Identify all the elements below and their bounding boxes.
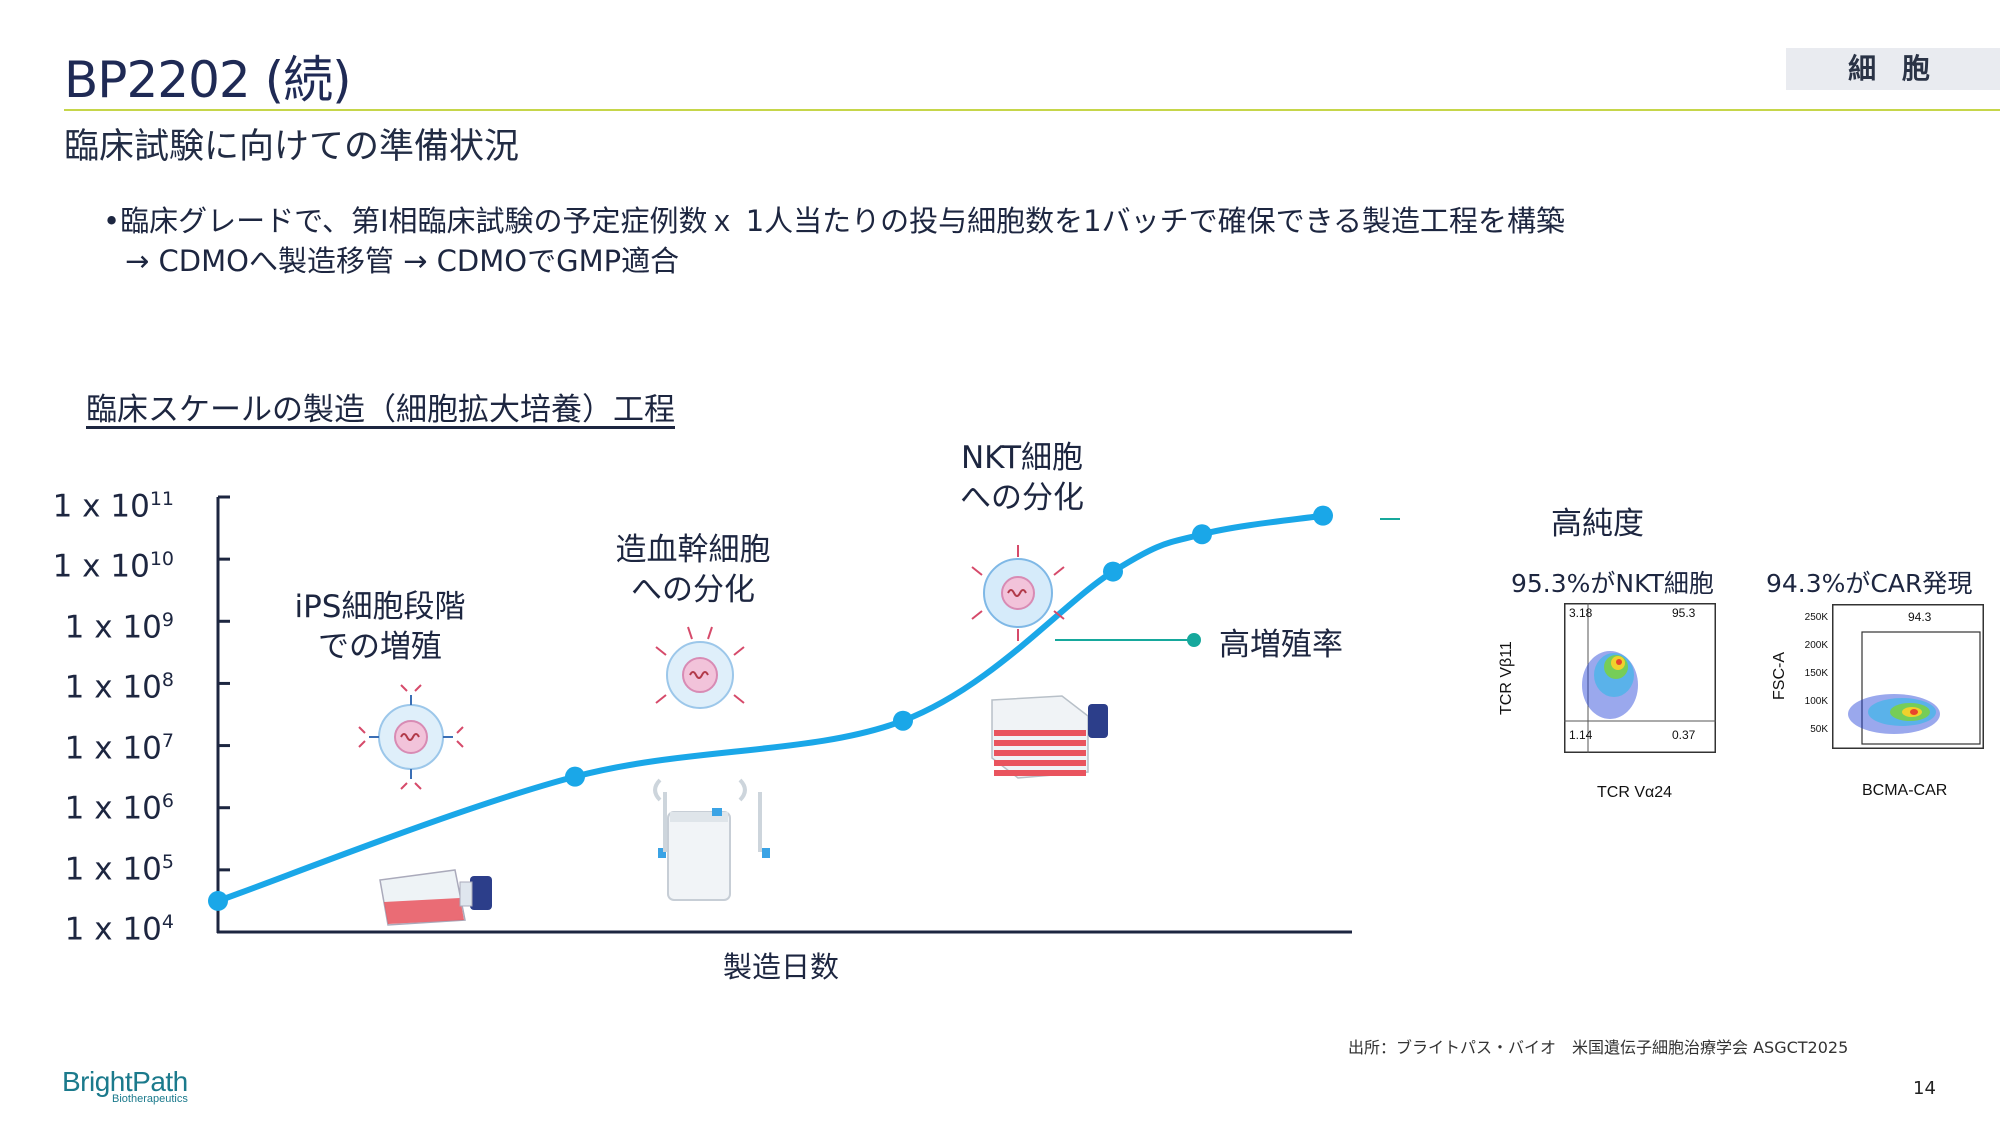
data-point bbox=[1313, 505, 1333, 526]
y-tick-label: 1 x 1011 bbox=[52, 488, 174, 525]
bullet-marker: • bbox=[103, 204, 121, 238]
y-tick-label: 1 x 1010 bbox=[52, 548, 174, 585]
y-tick-label: 1 x 104 bbox=[64, 911, 174, 948]
data-point bbox=[565, 766, 585, 787]
facs-left-plot: 3.18 95.3 1.14 0.37 bbox=[1564, 603, 1716, 753]
facs-right-ylabel: FSC-A bbox=[1771, 652, 1788, 700]
multilayer-flask-icon bbox=[991, 695, 1108, 779]
high-proliferation-label: 高増殖率 bbox=[1219, 627, 1343, 663]
data-point bbox=[208, 890, 228, 911]
page-number: 14 bbox=[1913, 1078, 1936, 1099]
facs-right-plot: 94.3 bbox=[1832, 604, 1984, 749]
page-subtitle: 臨床試験に向けての準備状況 bbox=[64, 127, 520, 167]
ips-cell-icon bbox=[358, 684, 464, 790]
x-axis-label: 製造日数 bbox=[723, 950, 840, 984]
y-tick-label: 1 x 108 bbox=[64, 669, 174, 706]
section-title: 臨床スケールの製造（細胞拡大培養）工程 bbox=[86, 392, 675, 428]
y-tick-label: 1 x 107 bbox=[64, 730, 174, 767]
bullet-line-2: → CDMOへ製造移管 → CDMOでGMP適合 bbox=[125, 244, 680, 278]
hematopoietic-stem-cell-icon bbox=[655, 626, 745, 709]
stage-label-hsc: 造血幹細胞への分化 bbox=[615, 532, 771, 608]
y-tick-marks bbox=[218, 495, 230, 934]
facs-left-title: 95.3%がNKT細胞 bbox=[1511, 569, 1714, 598]
facs-left-scatter bbox=[1564, 603, 1716, 753]
facs-left-q-lr: 0.37 bbox=[1672, 728, 1696, 742]
growth-chart bbox=[208, 495, 1400, 934]
data-point bbox=[893, 710, 913, 731]
data-point bbox=[1192, 524, 1212, 545]
y-tick-label: 1 x 105 bbox=[64, 851, 174, 888]
stage-label-ips: iPS細胞段階での増殖 bbox=[294, 589, 466, 665]
stage-label-nkt: NKT細胞への分化 bbox=[960, 440, 1084, 516]
company-logo: BrightPath bbox=[62, 1066, 188, 1097]
company-logo-subtext: Biotherapeutics bbox=[112, 1093, 188, 1105]
facs-right-scatter bbox=[1832, 604, 1984, 749]
nkt-cell-icon bbox=[971, 545, 1065, 641]
facs-left-q-ll: 1.14 bbox=[1569, 728, 1593, 742]
y-tick-label: 1 x 109 bbox=[64, 609, 174, 646]
facs-right-title: 94.3%がCAR発現 bbox=[1766, 569, 1973, 598]
facs-right-xlabel: BCMA-CAR bbox=[1862, 782, 1948, 799]
facs-left-ylabel: TCR Vβ11 bbox=[1498, 641, 1515, 715]
title-divider bbox=[64, 109, 2000, 111]
culture-flask-icon bbox=[379, 869, 492, 926]
facs-left-q-ur: 95.3 bbox=[1672, 606, 1696, 620]
culture-bag-icon bbox=[653, 778, 770, 901]
bullet-item: •臨床グレードで、第I相臨床試験の予定症例数ｘ 1人当たりの投与細胞数を1バッチ… bbox=[103, 198, 1565, 240]
data-point bbox=[1103, 561, 1123, 582]
bullet-line-1: 臨床グレードで、第I相臨床試験の予定症例数ｘ 1人当たりの投与細胞数を1バッチで… bbox=[120, 204, 1566, 238]
category-tag: 細 胞 bbox=[1786, 48, 2000, 90]
facs-left-q-ul: 3.18 bbox=[1569, 606, 1593, 620]
facs-right-gate: 94.3 bbox=[1908, 610, 1932, 624]
facs-left-xlabel: TCR Vα24 bbox=[1597, 784, 1673, 801]
high-purity-label: 高純度 bbox=[1551, 506, 1644, 542]
data-points bbox=[208, 505, 1333, 911]
source-note: 出所：ブライトパス・バイオ 米国遺伝子細胞治療学会 ASGCT2025 bbox=[1348, 1038, 1849, 1057]
page-title: BP2202 (続) bbox=[64, 51, 352, 109]
y-tick-label: 1 x 106 bbox=[64, 790, 174, 827]
high-proliferation-dot bbox=[1187, 633, 1201, 647]
